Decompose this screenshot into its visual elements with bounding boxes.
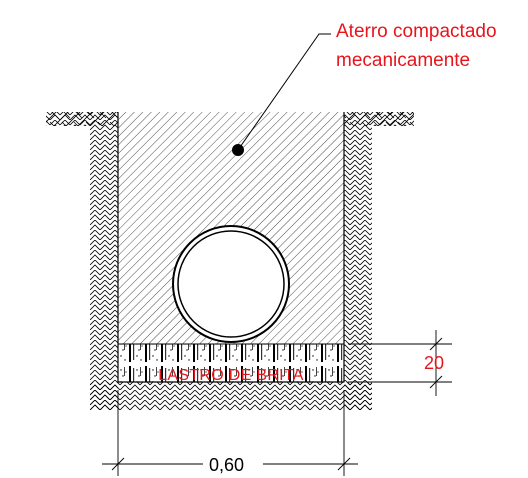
annotation-line-1: Aterro compactado bbox=[336, 21, 497, 42]
width-dimension bbox=[102, 390, 358, 476]
bedding-label: LASTRO DE BRITA bbox=[158, 367, 304, 384]
soil-bottom bbox=[90, 382, 372, 410]
width-dimension-text: 0,60 bbox=[209, 455, 244, 475]
annotation-leader bbox=[232, 33, 331, 156]
soil-right bbox=[344, 112, 414, 410]
thickness-dimension-text: 20 bbox=[424, 353, 444, 373]
thickness-dimension bbox=[348, 330, 452, 396]
pipe bbox=[172, 225, 290, 343]
soil-left bbox=[46, 112, 118, 410]
annotation-line-2: mecanicamente bbox=[336, 50, 470, 71]
